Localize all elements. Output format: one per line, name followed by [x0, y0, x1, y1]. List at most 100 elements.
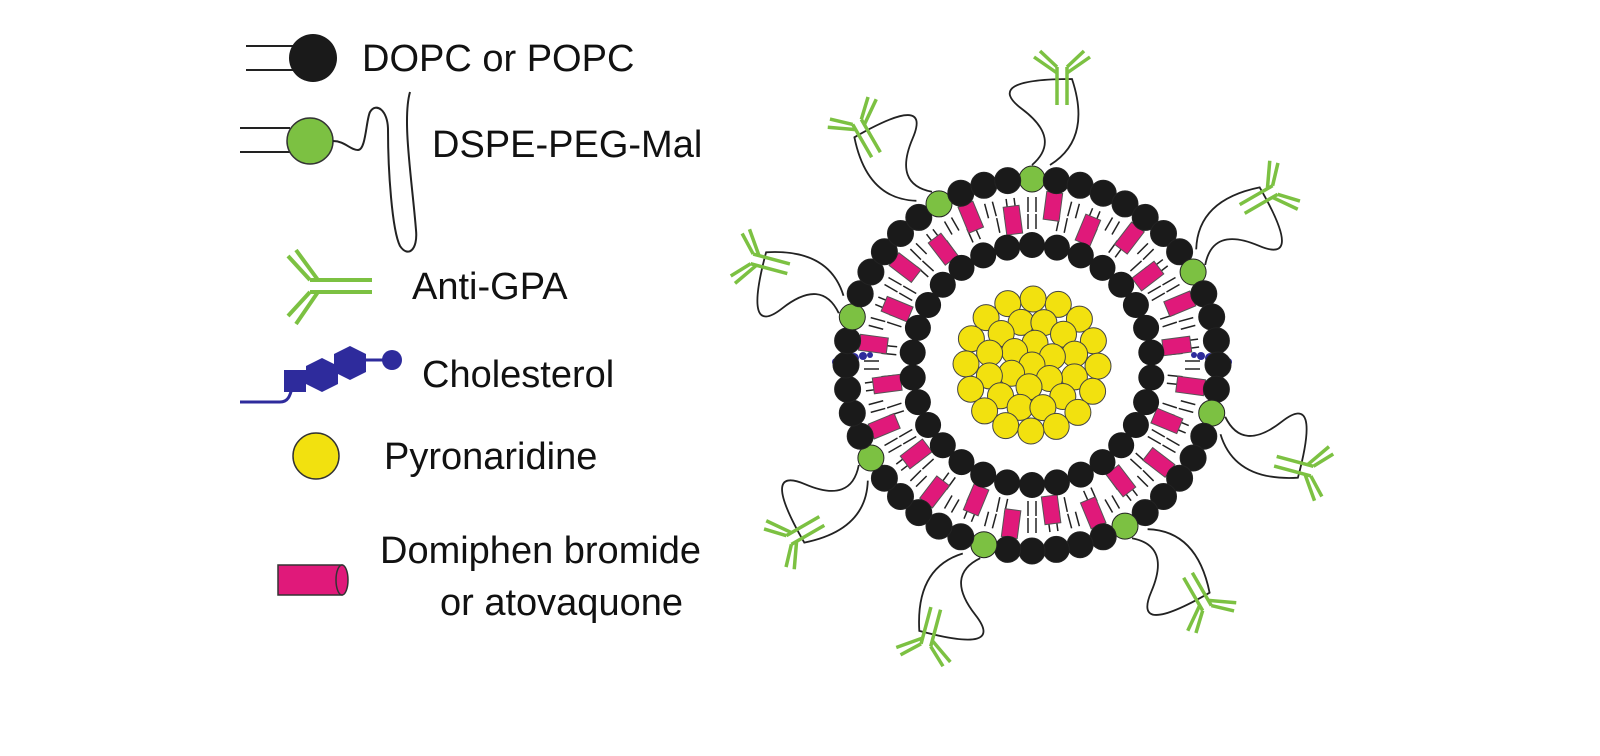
black-lipid-head	[870, 464, 898, 492]
green-peg-lipid-head	[1018, 165, 1046, 193]
yellow-sphere-icon	[952, 350, 980, 378]
legend-label-phospholipid: DOPC or POPC	[362, 38, 635, 80]
black-lipid-head	[948, 449, 975, 476]
green-peg-lipid-head	[925, 190, 953, 218]
lipid-tail	[1166, 283, 1180, 293]
black-lipid-head	[832, 351, 860, 379]
lipid-tail	[1074, 203, 1081, 219]
black-lipid-head	[1166, 464, 1194, 492]
lipid-tail	[1147, 285, 1162, 295]
yellow-sphere-icon	[1044, 290, 1072, 318]
lipid-tail	[1151, 292, 1166, 302]
legend-label-drug-core: Pyronaridine	[384, 436, 598, 478]
lipid-tail	[1162, 321, 1178, 328]
black-lipid-head	[1089, 254, 1116, 281]
lipid-tail	[1136, 242, 1149, 255]
lipid-tail	[1162, 402, 1178, 409]
black-lipid-head	[1019, 232, 1045, 258]
black-lipid-head	[947, 179, 975, 207]
lipid-tail	[983, 511, 990, 527]
lipid-tail	[950, 499, 960, 513]
pink-cylinder-icon	[857, 333, 889, 355]
black-lipid-head	[925, 512, 953, 540]
lipid-tail	[1180, 400, 1196, 406]
black-lipid-head	[887, 483, 914, 510]
black-lipid-head	[1019, 472, 1045, 498]
black-lipid-head	[846, 422, 874, 450]
lipid-tail	[1147, 435, 1162, 445]
lipid-tail	[1142, 469, 1155, 482]
black-lipid-head	[905, 203, 933, 231]
yellow-sphere-icon	[1079, 377, 1107, 405]
black-lipid-head	[1150, 483, 1177, 510]
y-antibody-icon	[1238, 160, 1301, 215]
legend-label-antibody: Anti-GPA	[412, 266, 568, 308]
green-peg-lipid-head	[1111, 512, 1139, 540]
yellow-sphere-icon	[292, 432, 340, 480]
lipid-tail	[1180, 324, 1196, 330]
black-lipid-head	[1042, 535, 1070, 563]
yellow-sphere-icon	[994, 290, 1022, 318]
peg-chain	[853, 114, 933, 202]
lipid-tail	[888, 276, 902, 286]
y-antibody-icon	[1182, 571, 1237, 634]
black-lipid-head	[929, 432, 956, 459]
pink-cylinder-icon	[1175, 375, 1207, 397]
pink-cylinder-icon	[1074, 213, 1102, 247]
lipid-tail	[888, 444, 902, 454]
black-lipid-head	[970, 242, 997, 269]
legend-label-drug-membrane-line2: or atovaquone	[440, 582, 683, 624]
lipid-tail	[870, 407, 886, 414]
lipid-tail	[991, 201, 997, 217]
lipid-tail	[868, 400, 884, 406]
green-peg-lipid-head	[857, 444, 885, 472]
black-lipid-head	[994, 469, 1021, 496]
lipid-tail	[884, 283, 898, 293]
y-antibody-icon	[763, 515, 826, 570]
peg-chain	[1195, 186, 1283, 266]
lipid-tail	[909, 469, 922, 482]
black-lipid-head	[899, 339, 926, 366]
yellow-sphere-icon	[992, 412, 1020, 440]
yellow-sphere-icon	[957, 375, 985, 403]
pink-cylinder-icon	[1002, 204, 1024, 236]
black-lipid-head	[834, 327, 862, 355]
black-lipid-head	[1111, 190, 1139, 218]
y-antibody-icon	[729, 228, 791, 285]
lipid-tail	[1063, 217, 1069, 233]
black-lipid-head	[857, 258, 885, 286]
black-lipid-head	[1122, 292, 1149, 318]
black-lipid-head	[846, 280, 874, 308]
black-lipid-head	[904, 314, 931, 341]
lipid-tail	[902, 285, 917, 295]
y-antibody-icon	[895, 606, 952, 668]
black-lipid-head	[1066, 171, 1094, 199]
cholesterol-icon	[240, 346, 402, 404]
black-lipid-head	[1066, 531, 1094, 559]
lipid-tail	[1129, 260, 1143, 272]
yellow-sphere-icon	[971, 397, 999, 425]
lipid-tail	[1063, 497, 1069, 513]
black-lipid-head	[1138, 339, 1165, 366]
legend-label-cholesterol: Cholesterol	[422, 354, 615, 396]
black-lipid-head	[1018, 537, 1046, 565]
black-lipid-head	[1133, 389, 1160, 416]
black-lipid-head	[1089, 179, 1117, 207]
black-lipid-head	[1138, 364, 1165, 391]
black-lipid-head	[915, 292, 942, 318]
black-lipid-head	[1198, 303, 1226, 331]
peg-chain	[918, 552, 985, 641]
peg-chain	[1008, 78, 1080, 166]
lipid-tail	[943, 495, 953, 509]
black-lipid-head	[1067, 242, 1094, 269]
lipid-tail	[886, 321, 902, 328]
black-lipid-icon	[246, 34, 337, 82]
yellow-sphere-icon	[1042, 412, 1070, 440]
black-lipid-head	[1190, 280, 1218, 308]
black-lipid-head	[948, 254, 975, 281]
black-lipid-head	[1108, 271, 1135, 298]
black-lipid-head	[870, 238, 898, 266]
lipid-tail	[868, 324, 884, 330]
